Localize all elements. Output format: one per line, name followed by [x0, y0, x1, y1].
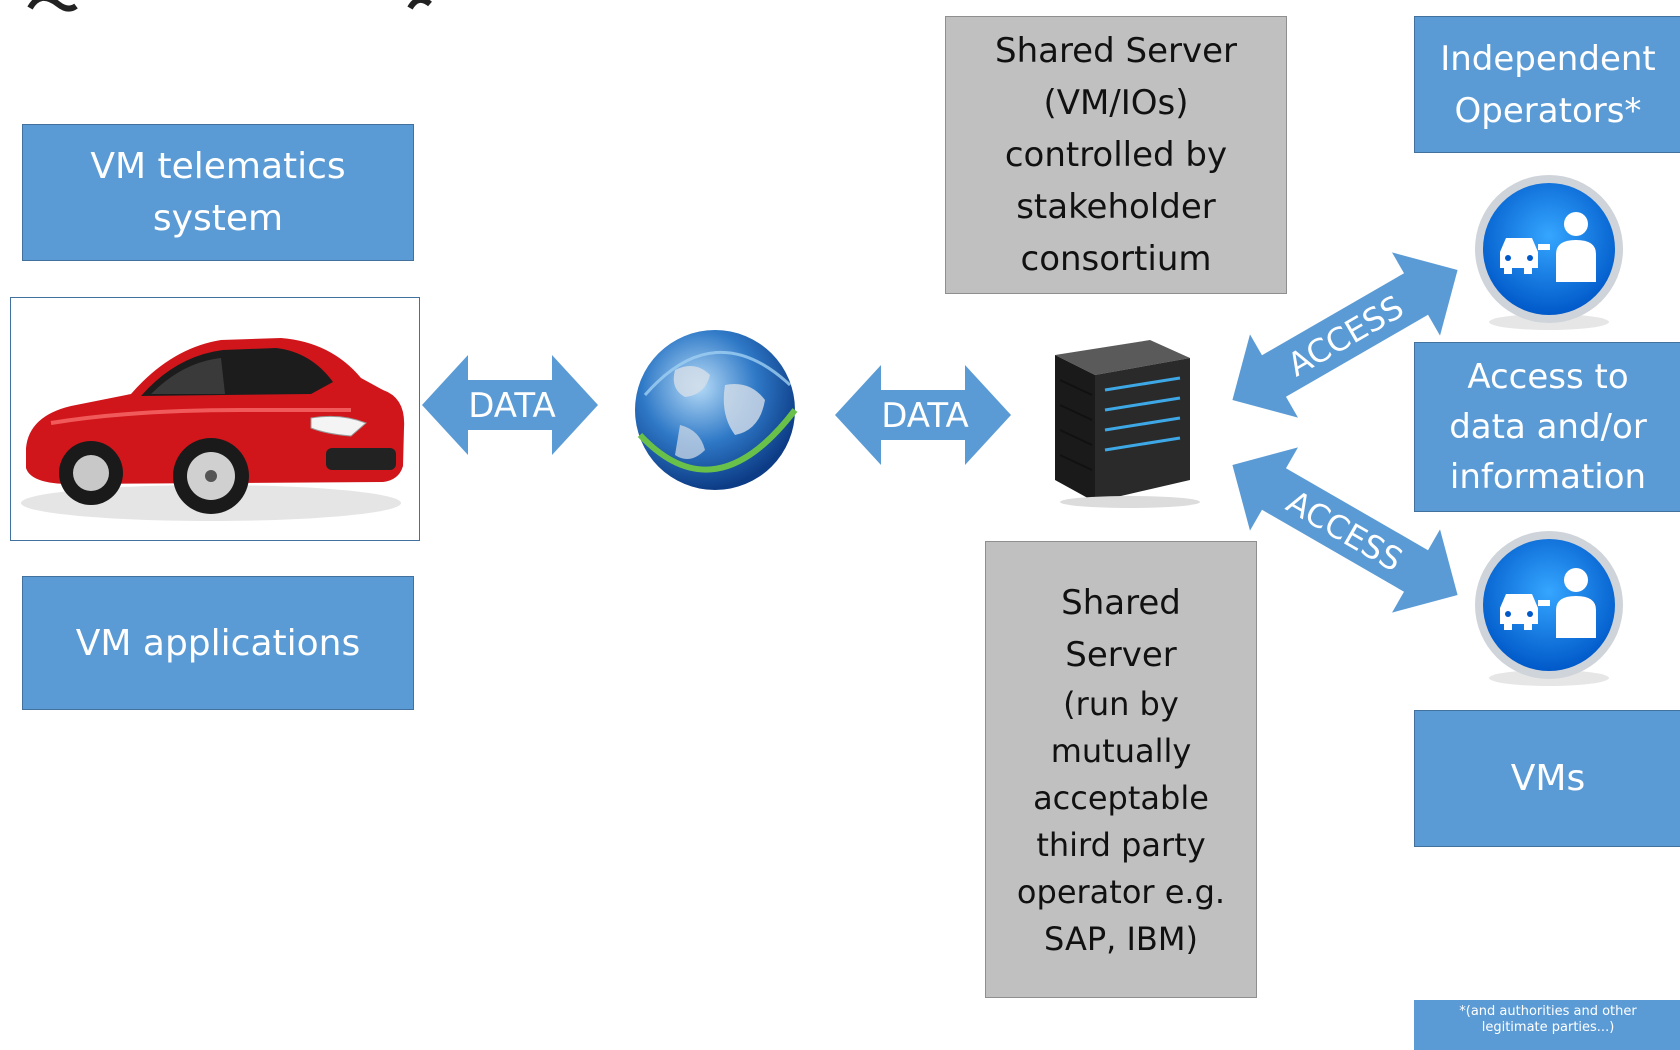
mechanic-car-icon: [1475, 531, 1623, 686]
independent-operators-box: Independent Operators*: [1414, 16, 1680, 153]
vms-box: VMs: [1414, 710, 1680, 847]
data-arrow-left: DATA: [422, 355, 598, 455]
server-icon: [1055, 340, 1200, 508]
car-image-frame: [10, 297, 420, 541]
globe-icon: [635, 330, 798, 490]
car-image: [21, 338, 405, 521]
footnote: *(and authorities and other legitimate p…: [1414, 1000, 1680, 1050]
access-to-data-box: Access to data and/or information: [1414, 342, 1680, 512]
shared-server-third-party-box: Shared Server (run by mutually acceptabl…: [985, 541, 1257, 998]
data-arrow-left-label: DATA: [468, 386, 556, 426]
shared-server-title: Shared Server: [1061, 582, 1181, 675]
data-arrow-right-label: DATA: [881, 396, 969, 436]
vm-telematics-box: VM telematics system: [22, 124, 414, 261]
access-arrow-bottom: ACCESS: [1232, 447, 1458, 613]
page-title-fragment: [0, 0, 500, 20]
shared-server-consortium-box: Shared Server (VM/IOs) controlled by sta…: [945, 16, 1287, 294]
access-arrow-top: ACCESS: [1232, 252, 1458, 418]
shared-server-description: (run by mutually acceptable third party …: [1016, 684, 1226, 958]
data-arrow-right: DATA: [835, 365, 1011, 465]
vm-applications-box: VM applications: [22, 576, 414, 710]
title-cropped-glyphs: [27, 0, 432, 12]
mechanic-car-icon: [1475, 175, 1623, 330]
